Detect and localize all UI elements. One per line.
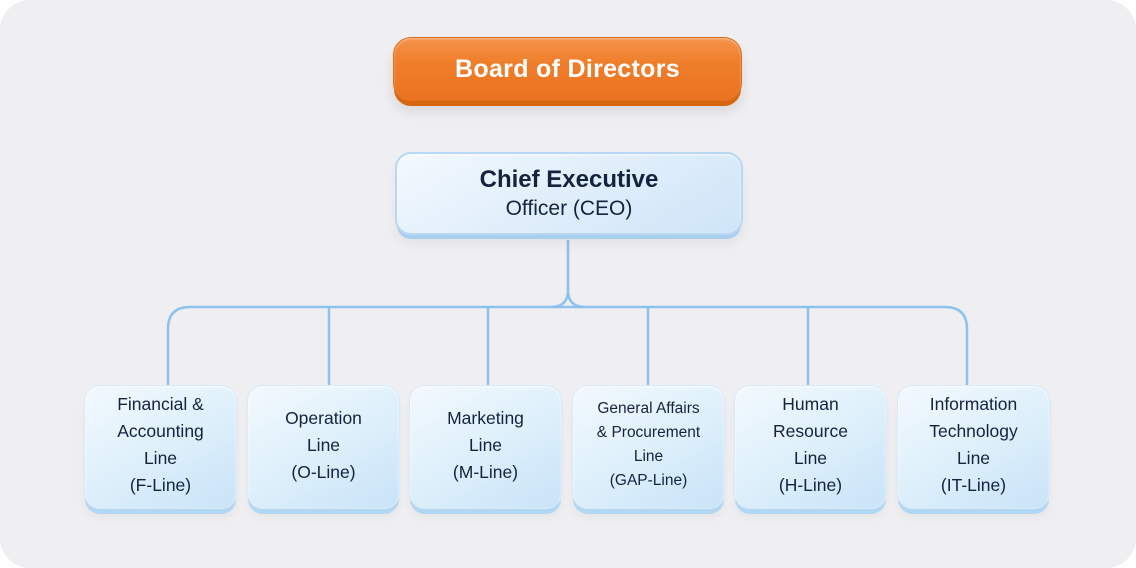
dept-label-line: Information — [929, 394, 1018, 414]
dept-label-line: Resource — [773, 421, 848, 441]
dept-label-line: (GAP-Line) — [609, 472, 688, 489]
board-of-directors-label: Board of Directors — [455, 54, 680, 83]
ceo-title-line2: Officer (CEO) — [505, 196, 633, 220]
dept-label-line: (H-Line) — [778, 475, 843, 495]
dept-label-line: Line — [633, 448, 664, 465]
dept-label-line: (O-Line) — [291, 461, 356, 482]
dept-label-line: Line — [143, 448, 178, 468]
board-of-directors-node: Board of Directors — [393, 37, 742, 101]
dept-label-line: & Procurement — [596, 424, 701, 441]
dept-label-line: Line — [793, 448, 828, 468]
dept-label-line: Line — [468, 434, 503, 455]
dept-label-line: Line — [956, 448, 991, 468]
dept-node-h-line: Human Resource Line (H-Line) — [734, 385, 887, 509]
dept-label-line: Operation — [285, 407, 362, 428]
dept-label-line: (F-Line) — [129, 475, 192, 495]
dept-node-f-line: Financial & Accounting Line (F-Line) — [84, 385, 237, 509]
dept-label-line: Line — [306, 434, 341, 455]
dept-node-gap-line: General Affairs & Procurement Line (GAP-… — [572, 385, 725, 509]
dept-node-m-line: Marketing Line (M-Line) — [409, 385, 562, 509]
dept-label-line: Marketing — [447, 407, 524, 428]
dept-label-line: Technology — [929, 421, 1018, 441]
ceo-title-line1: Chief Executive — [479, 165, 659, 193]
dept-label-line: General Affairs — [597, 400, 700, 417]
dept-label-line: Financial & — [117, 394, 204, 414]
dept-label-line: (M-Line) — [452, 461, 519, 482]
dept-node-it-line: Information Technology Line (IT-Line) — [897, 385, 1050, 509]
dept-node-o-line: Operation Line (O-Line) — [247, 385, 400, 509]
dept-label-line: Accounting — [117, 421, 204, 441]
dept-label-line: (IT-Line) — [940, 475, 1007, 495]
ceo-node: Chief Executive Officer (CEO) — [395, 152, 743, 235]
dept-label-line: Human — [782, 394, 839, 414]
